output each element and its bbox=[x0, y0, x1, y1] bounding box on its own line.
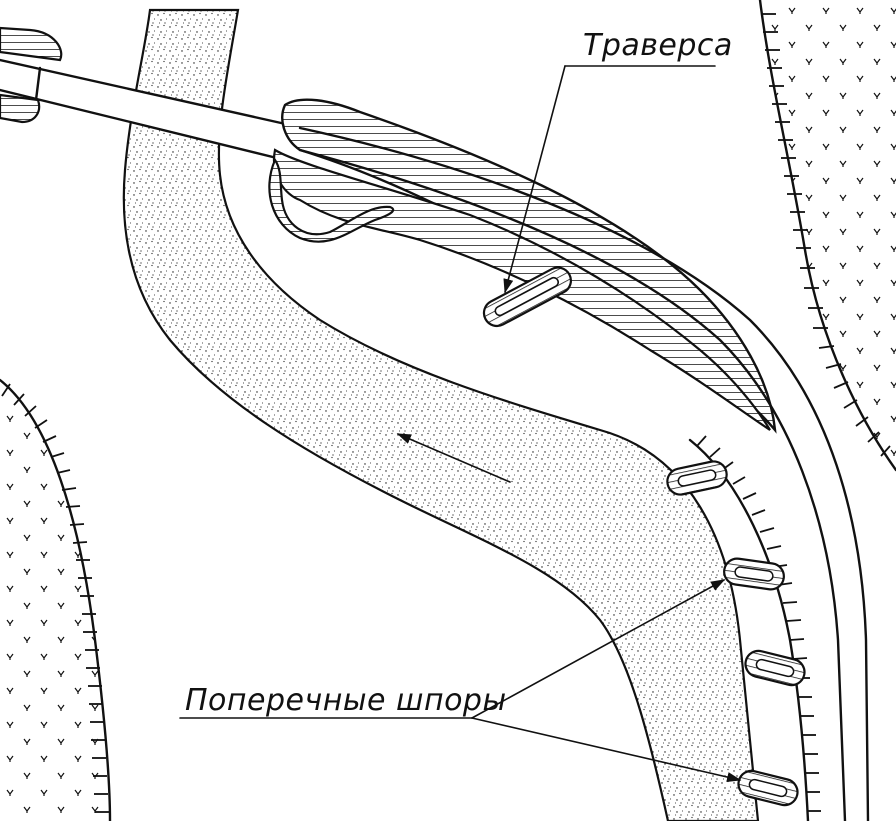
spur-2 bbox=[723, 557, 785, 591]
flow-direction-arrow bbox=[396, 433, 511, 483]
traverse-label: Траверса bbox=[583, 28, 733, 63]
inlet-dam-head bbox=[0, 26, 63, 124]
spurs-leaders bbox=[179, 579, 742, 782]
spurs-label: Поперечные шпоры bbox=[185, 683, 507, 718]
traverse-leader bbox=[503, 65, 716, 294]
left-bank-ticks bbox=[1, 383, 109, 813]
spur-1 bbox=[666, 460, 728, 496]
transverse-spurs bbox=[666, 460, 806, 807]
right-floodplain bbox=[758, 0, 896, 472]
training-channel bbox=[0, 58, 292, 162]
traverse bbox=[482, 266, 573, 328]
guide-dam-outer bbox=[281, 98, 777, 434]
right-bank-ticks bbox=[761, 13, 891, 457]
main-channel-walls bbox=[298, 126, 870, 821]
sandy-channel bbox=[122, 8, 760, 821]
spur-3 bbox=[744, 649, 806, 687]
inner-dam-hook bbox=[268, 157, 395, 243]
left-floodplain bbox=[0, 378, 112, 821]
